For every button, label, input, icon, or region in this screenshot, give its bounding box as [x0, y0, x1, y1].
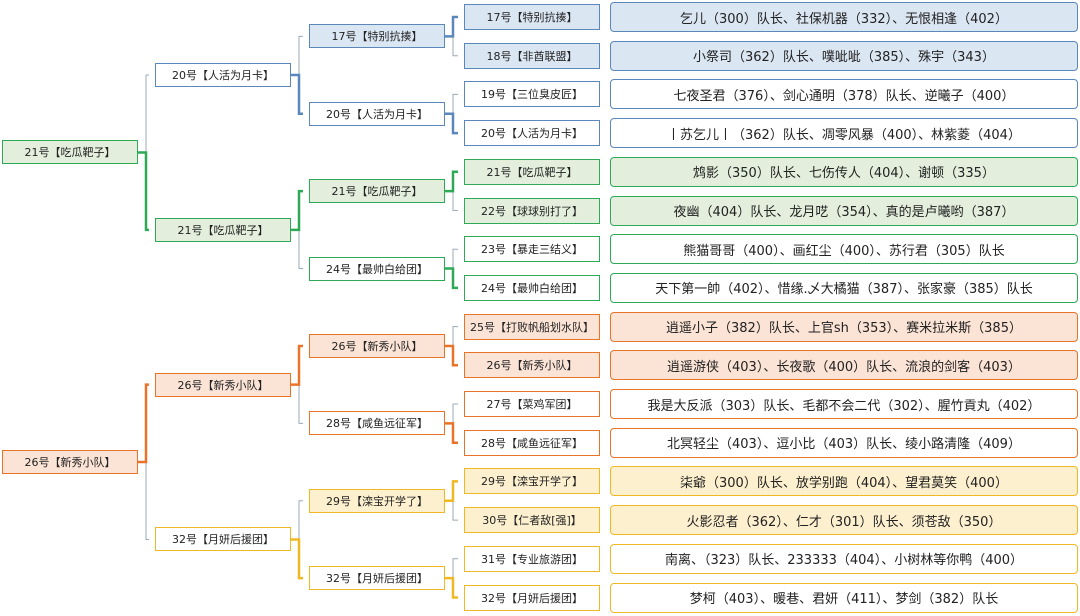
team-label-box: 32号【月妍后援团】	[464, 584, 600, 611]
r2-connector-winner	[291, 344, 303, 386]
team-label-box: 26号【新秀小队】	[464, 352, 600, 379]
round2-box: 21号【吃瓜靶子】	[309, 179, 445, 204]
semi-connector-loser	[145, 74, 149, 153]
r1-connector-loser	[452, 558, 458, 579]
r1-connector-winner	[445, 576, 458, 599]
team-roster-box: 北冥轻尘（403）、逗小比（403）队长、绫小路清隆（409）	[610, 427, 1078, 458]
r1-connector-winner	[445, 15, 458, 38]
team-label-box: 18号【非酋联盟】	[464, 42, 600, 69]
team-roster-box: 夜幽（404）队长、龙月呓（354）、真的是卢曦哟（387）	[610, 195, 1078, 226]
team-label-box: 24号【最帅白给团】	[464, 274, 600, 301]
team-label-box: 29号【滦宝开学了】	[464, 468, 600, 495]
team-label-box: 21号【吃瓜靶子】	[464, 158, 600, 185]
round2-box: 29号【滦宝开学了】	[309, 488, 445, 513]
r2-connector-loser	[298, 35, 303, 76]
r1-connector-winner	[445, 422, 458, 444]
r1-connector-winner	[445, 480, 458, 502]
team-label-box: 27号【菜鸡军团】	[464, 391, 600, 417]
semi-connector-loser	[145, 462, 149, 540]
team-roster-box: 逍遥游侠（403）、长夜歌（400）队长、流浪的剑客（403）	[610, 350, 1078, 381]
r2-connector-winner	[291, 73, 303, 115]
r2-connector-loser	[298, 229, 303, 270]
team-roster-box: 小祭司（362）队长、噗呲呲（385）、殊宇（343）	[610, 40, 1078, 71]
final-box: 21号【吃瓜靶子】	[2, 140, 138, 165]
r1-connector-loser	[452, 36, 458, 57]
semifinal-box: 20号【人活为月卡】	[155, 63, 291, 88]
team-label-box: 31号【专业旅游团】	[464, 545, 600, 572]
round2-box: 20号【人活为月卡】	[309, 101, 445, 126]
round2-box: 32号【月妍后援团】	[309, 566, 445, 591]
r1-connector-winner	[445, 170, 458, 193]
round2-box: 26号【新秀小队】	[309, 333, 445, 358]
team-roster-box: 熊猫哥哥（400）、画红尘（400）、苏行君（305）队长	[610, 234, 1078, 265]
team-label-box: 17号【特别抗揍】	[464, 4, 600, 30]
round2-box: 17号【特别抗揍】	[309, 24, 445, 49]
r2-connector-loser	[298, 384, 303, 424]
r1-connector-loser	[452, 248, 458, 269]
round2-box: 24号【最帅白给团】	[309, 256, 445, 281]
r1-connector-winner	[445, 112, 458, 135]
r1-connector-loser	[452, 500, 458, 521]
team-label-box: 23号【暴走三结义】	[464, 236, 600, 263]
semifinal-box: 26号【新秀小队】	[155, 372, 291, 397]
team-label-box: 25号【打败帆船划水队】	[464, 313, 600, 340]
r1-connector-loser	[452, 191, 458, 211]
team-roster-box: 丨苏乞儿丨（362）队长、凋零风暴（400）、林紫菱（404）	[610, 118, 1078, 149]
r1-connector-loser	[452, 93, 458, 114]
team-label-box: 30号【仁者敌[强]】	[464, 507, 600, 534]
team-roster-box: 鸩影（350）队长、七伤传人（404）、谢顿（335）	[610, 156, 1078, 187]
r1-connector-loser	[452, 326, 458, 346]
team-roster-box: 逍遥小子（382）队长、上官sh（353）、赛米拉米斯（385）	[610, 311, 1078, 342]
semifinal-box: 32号【月妍后援团】	[155, 527, 291, 552]
team-roster-box: 乞儿（300）队长、社保机器（332）、无恨相逢（402）	[610, 2, 1078, 32]
r2-connector-winner	[291, 189, 303, 232]
semifinal-box: 21号【吃瓜靶子】	[155, 217, 291, 242]
team-roster-box: 南离、（323）队长、233333（404）、小树林等你鸭（400）	[610, 543, 1078, 574]
final-box: 26号【新秀小队】	[2, 450, 138, 475]
round2-box: 28号【咸鱼远征军】	[309, 411, 445, 436]
team-roster-box: 我是大反派（303）队长、毛都不会二代（302）、腥竹貢丸（402）	[610, 389, 1078, 419]
team-roster-box: 梦柯（403）、暖巷、君妍（411）、梦剑（382）队长	[610, 582, 1078, 613]
team-label-box: 22号【球球别打了】	[464, 197, 600, 224]
team-roster-box: 火影忍者（362）、仁才（301）队长、须苍敌（350）	[610, 505, 1078, 536]
r1-connector-winner	[445, 344, 458, 367]
r2-connector-winner	[291, 538, 303, 580]
r1-connector-loser	[452, 403, 458, 424]
semi-connector-winner	[138, 383, 149, 464]
team-roster-box: 七夜圣君（376）、剑心通明（378）队长、逆曦子（400）	[610, 79, 1078, 110]
team-roster-box: 天下第一帥（402）、惜缘.乄大橘猫（387）、张家豪（385）队长	[610, 272, 1078, 303]
semi-connector-winner	[138, 151, 149, 232]
r2-connector-loser	[298, 500, 303, 540]
r1-connector-winner	[445, 267, 458, 290]
team-roster-box: 柒爺（300）队长、放学别跑（404）、望君莫笑（400）	[610, 466, 1078, 497]
team-label-box: 19号【三位臭皮匠】	[464, 81, 600, 108]
team-label-box: 28号【咸鱼远征军】	[464, 429, 600, 456]
team-label-box: 20号【人活为月卡】	[464, 120, 600, 147]
